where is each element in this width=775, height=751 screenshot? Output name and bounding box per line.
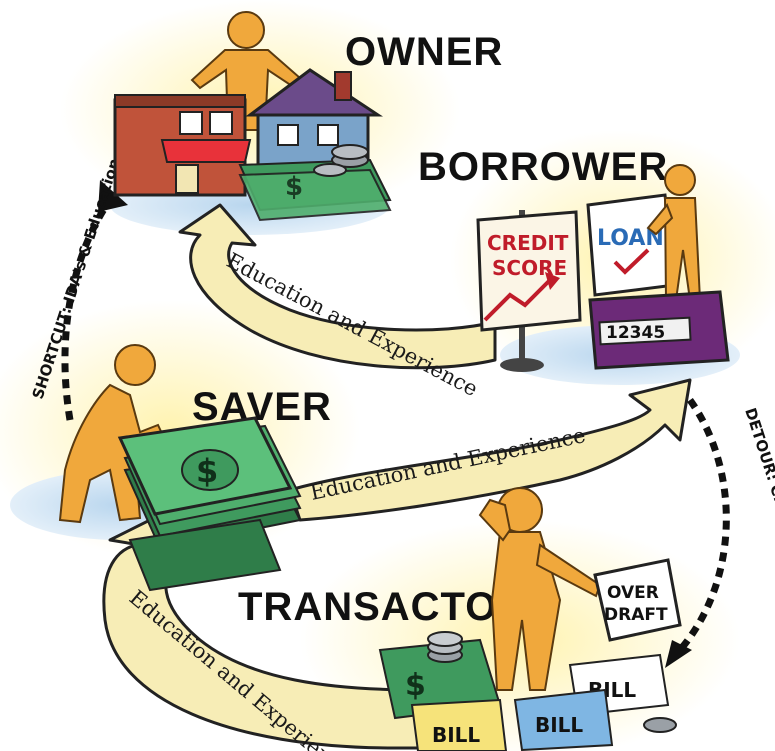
card-number: 12345 <box>606 323 665 343</box>
overdraft-note: OVER DRAFT <box>593 558 682 642</box>
bill-2: BILL <box>513 688 614 751</box>
bill-3: BILL <box>410 698 508 751</box>
stage-transactor: TRANSACTOR <box>238 585 527 629</box>
shortcut-arrowhead <box>98 180 128 212</box>
detour-label: DETOUR: Credit Trap <box>741 406 775 578</box>
owner-dollar-sign: $ <box>285 172 303 202</box>
store-building <box>113 94 252 197</box>
detour-path <box>677 397 730 653</box>
transactor-dollar-sign: $ <box>405 668 426 703</box>
saver-scene: SAVER $ <box>58 344 332 592</box>
overdraft-line1: OVER <box>607 583 659 603</box>
overdraft-line2: DRAFT <box>604 605 668 625</box>
stage-owner: OWNER <box>345 30 503 74</box>
credit-sign-line1: CREDIT <box>487 231 569 255</box>
stage-borrower: BORROWER <box>418 145 668 189</box>
owner-money-stack: $ <box>238 144 392 222</box>
bill-2-label: BILL <box>535 713 583 737</box>
transactor-figure <box>478 487 602 691</box>
owner-figure <box>190 11 302 131</box>
transactor-money: $ <box>378 631 502 720</box>
bill-3-label: BILL <box>432 723 480 747</box>
detour-arrowhead <box>665 640 692 668</box>
shortcut-path <box>61 197 113 421</box>
transactor-scene: TRANSACTOR $ OVER DRAFT BILL <box>238 487 682 751</box>
arrow-segment-top <box>178 203 497 370</box>
arrow-segment-bottom <box>102 508 457 750</box>
credit-card: 12345 <box>588 290 730 370</box>
stage-saver: SAVER <box>192 385 332 429</box>
saver-dollar-sign: $ <box>196 452 218 490</box>
education-arrow <box>102 203 692 750</box>
owner-scene: $ OWNER <box>113 11 503 222</box>
credit-score-sign: CREDIT SCORE <box>476 210 582 372</box>
saver-money-stack: $ <box>117 416 302 592</box>
borrower-scene: BORROWER CREDIT SCORE LOAN 12345 <box>418 145 730 372</box>
arrow-segment-middle <box>288 378 692 522</box>
saver-figure <box>58 344 167 524</box>
coin <box>643 717 677 733</box>
